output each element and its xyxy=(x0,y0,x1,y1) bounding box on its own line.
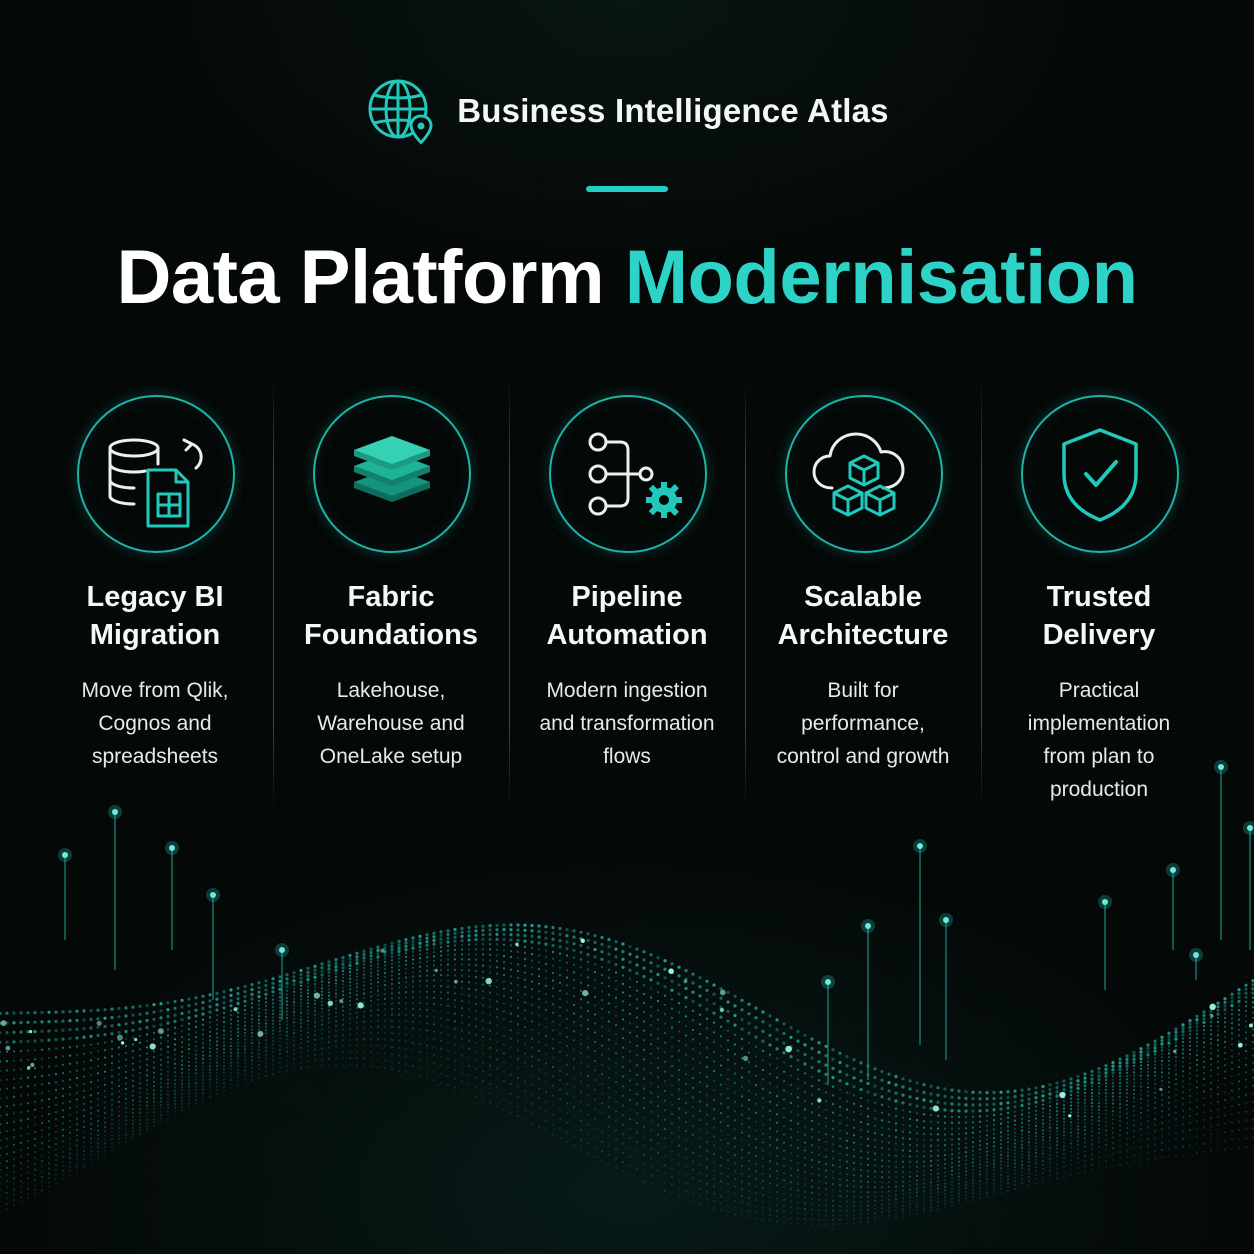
cloud-cubes-icon xyxy=(812,432,905,517)
feature-title: Trusted Delivery xyxy=(1042,581,1156,651)
feature-description: Modern ingestion and transformation flow… xyxy=(539,679,715,768)
icon-ring xyxy=(313,395,471,553)
database-document-sync-icon xyxy=(108,438,203,528)
icon-ring xyxy=(549,395,707,553)
feature-legacy-bi-migration: Legacy BI Migration Move from Qlik, Cogn… xyxy=(37,378,273,810)
globe-location-pin-icon xyxy=(368,79,433,145)
feature-title: Legacy BI Migration xyxy=(86,581,224,651)
pipeline-gear-icon xyxy=(588,432,682,518)
stacked-layers-icon xyxy=(354,436,430,502)
feature-trusted-delivery: Trusted Delivery Practical implementatio… xyxy=(981,378,1217,810)
feature-title: Scalable Architecture xyxy=(777,581,949,651)
particle-wave-decoration xyxy=(0,760,1254,1226)
feature-title: Pipeline Automation xyxy=(546,581,708,651)
wave-sparkles xyxy=(0,938,1253,1118)
title-white-part: Data Platform xyxy=(116,235,605,320)
accent-divider xyxy=(586,186,668,192)
feature-description: Move from Qlik, Cognos and spreadsheets xyxy=(81,679,229,768)
feature-pipeline-automation: Pipeline Automation Modern ingestion and… xyxy=(509,378,745,810)
feature-description: Lakehouse, Warehouse and OneLake setup xyxy=(317,679,465,768)
title-accent-part: Modernisation xyxy=(624,235,1138,320)
shield-check-icon xyxy=(1062,428,1138,522)
brand-name: Business Intelligence Atlas xyxy=(457,92,889,129)
feature-fabric-foundations: Fabric Foundations Lakehouse, Warehouse … xyxy=(273,378,509,810)
feature-scalable-architecture: Scalable Architecture Built for performa… xyxy=(745,378,981,810)
icon-ring xyxy=(77,395,235,553)
icon-ring xyxy=(1021,395,1179,553)
brand-header: Business Intelligence Atlas xyxy=(0,76,1254,146)
icon-ring xyxy=(785,395,943,553)
wave-dots xyxy=(0,923,1254,1226)
feature-description: Built for performance, control and growt… xyxy=(776,679,950,768)
light-beams xyxy=(58,760,1254,1085)
page-title: Data Platform Modernisation xyxy=(0,230,1254,326)
feature-title: Fabric Foundations xyxy=(304,581,478,651)
feature-columns: Legacy BI Migration Move from Qlik, Cogn… xyxy=(37,378,1217,810)
feature-description: Practical implementation from plan to pr… xyxy=(1027,679,1171,801)
